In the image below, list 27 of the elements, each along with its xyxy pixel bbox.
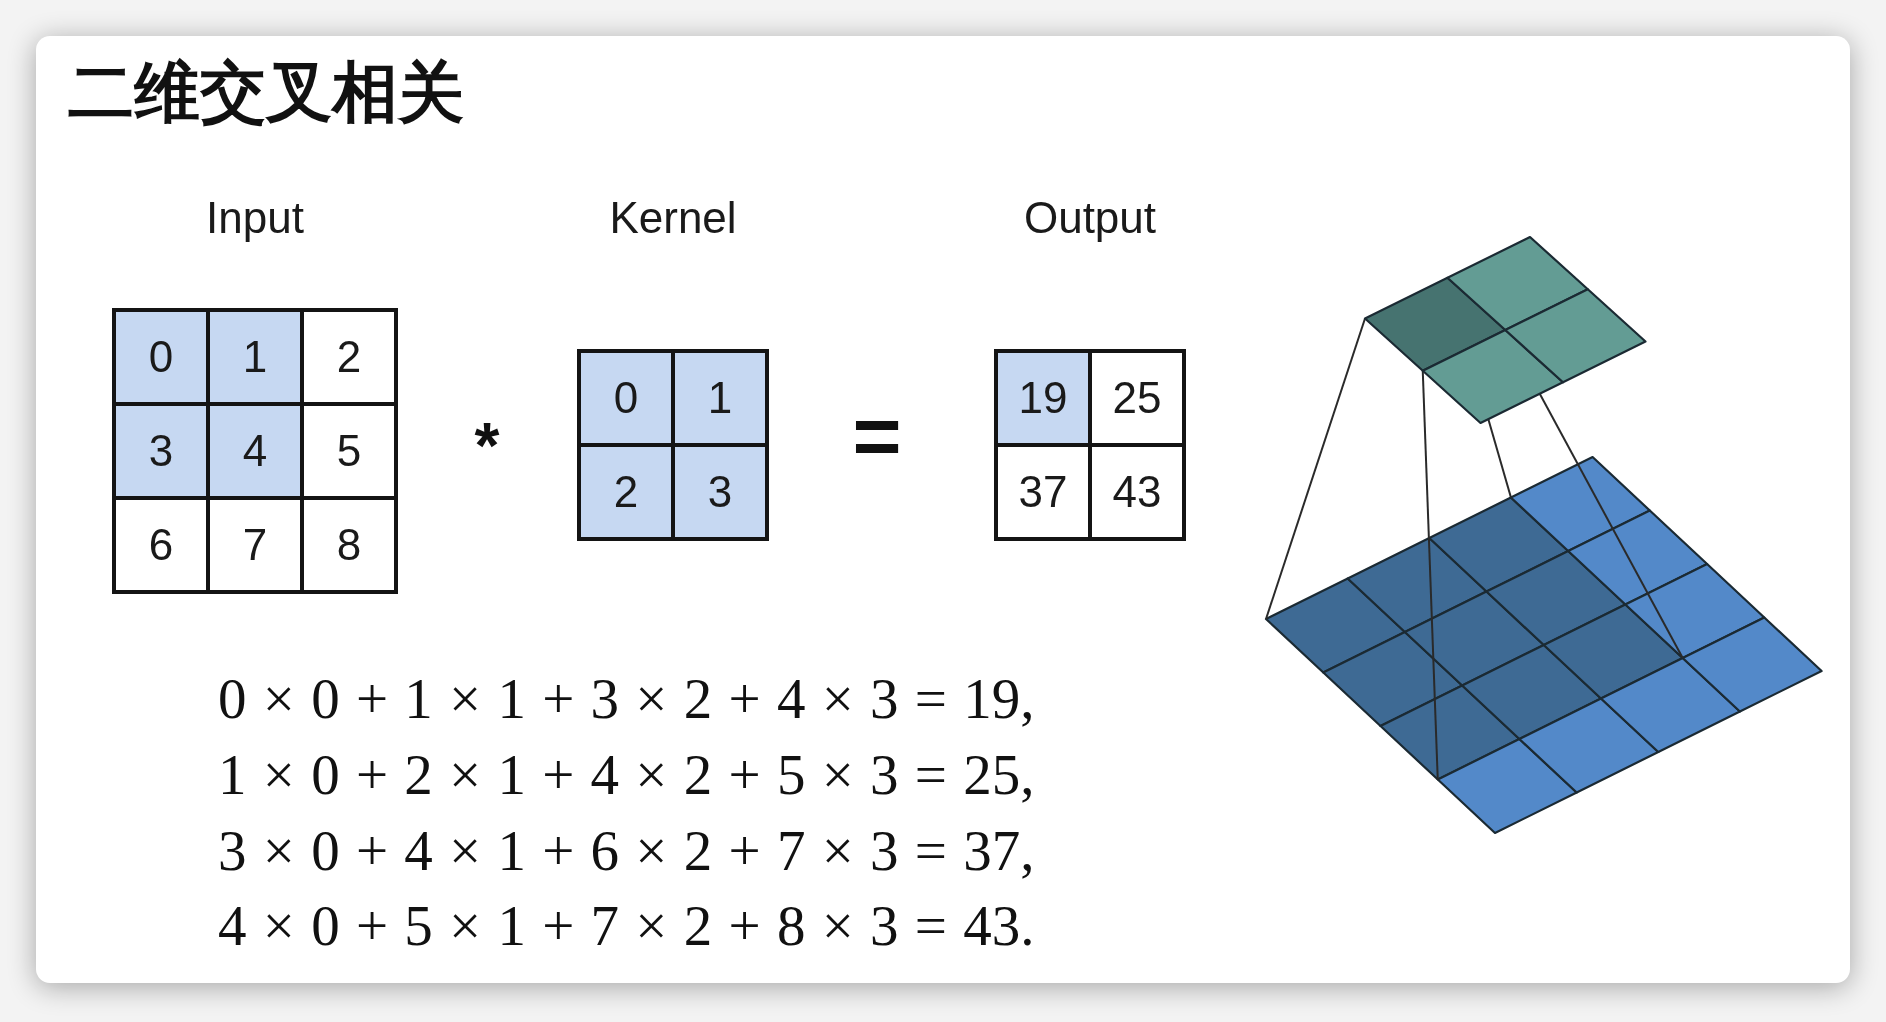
matrix-cell: 37 bbox=[998, 447, 1088, 537]
matrix-cell: 4 bbox=[210, 406, 300, 496]
matrix-cell: 25 bbox=[1092, 353, 1182, 443]
matrix-cell: 43 bbox=[1092, 447, 1182, 537]
operator-symbol: * bbox=[474, 414, 500, 478]
matrix-cell: 0 bbox=[581, 353, 671, 443]
slide-title: 二维交叉相关 bbox=[68, 54, 464, 131]
equation: 1 × 0 + 2 × 1 + 4 × 2 + 5 × 3 = 25, bbox=[218, 742, 1035, 808]
equation: 0 × 0 + 1 × 1 + 3 × 2 + 4 × 3 = 19, bbox=[218, 666, 1035, 732]
operator-symbol: = bbox=[852, 394, 902, 478]
matrix-title: Kernel bbox=[609, 192, 737, 244]
matrix-cell: 3 bbox=[116, 406, 206, 496]
matrix-title: Input bbox=[206, 192, 304, 244]
matrix-cell: 0 bbox=[116, 312, 206, 402]
matrix-cell: 5 bbox=[304, 406, 394, 496]
matrix-cell: 2 bbox=[304, 312, 394, 402]
matrix-cell: 2 bbox=[581, 447, 671, 537]
matrix-cell: 1 bbox=[210, 312, 300, 402]
matrix-cell: 7 bbox=[210, 500, 300, 590]
matrix-cell: 8 bbox=[304, 500, 394, 590]
matrix-cell: 3 bbox=[675, 447, 765, 537]
matrix-cell: 1 bbox=[675, 353, 765, 443]
equation: 3 × 0 + 4 × 1 + 6 × 2 + 7 × 3 = 37, bbox=[218, 818, 1035, 884]
matrix-title: Output bbox=[1023, 192, 1157, 244]
matrix-cell: 19 bbox=[998, 353, 1088, 443]
matrix-cell: 6 bbox=[116, 500, 206, 590]
equation: 4 × 0 + 5 × 1 + 7 × 2 + 8 × 3 = 43. bbox=[218, 893, 1035, 959]
